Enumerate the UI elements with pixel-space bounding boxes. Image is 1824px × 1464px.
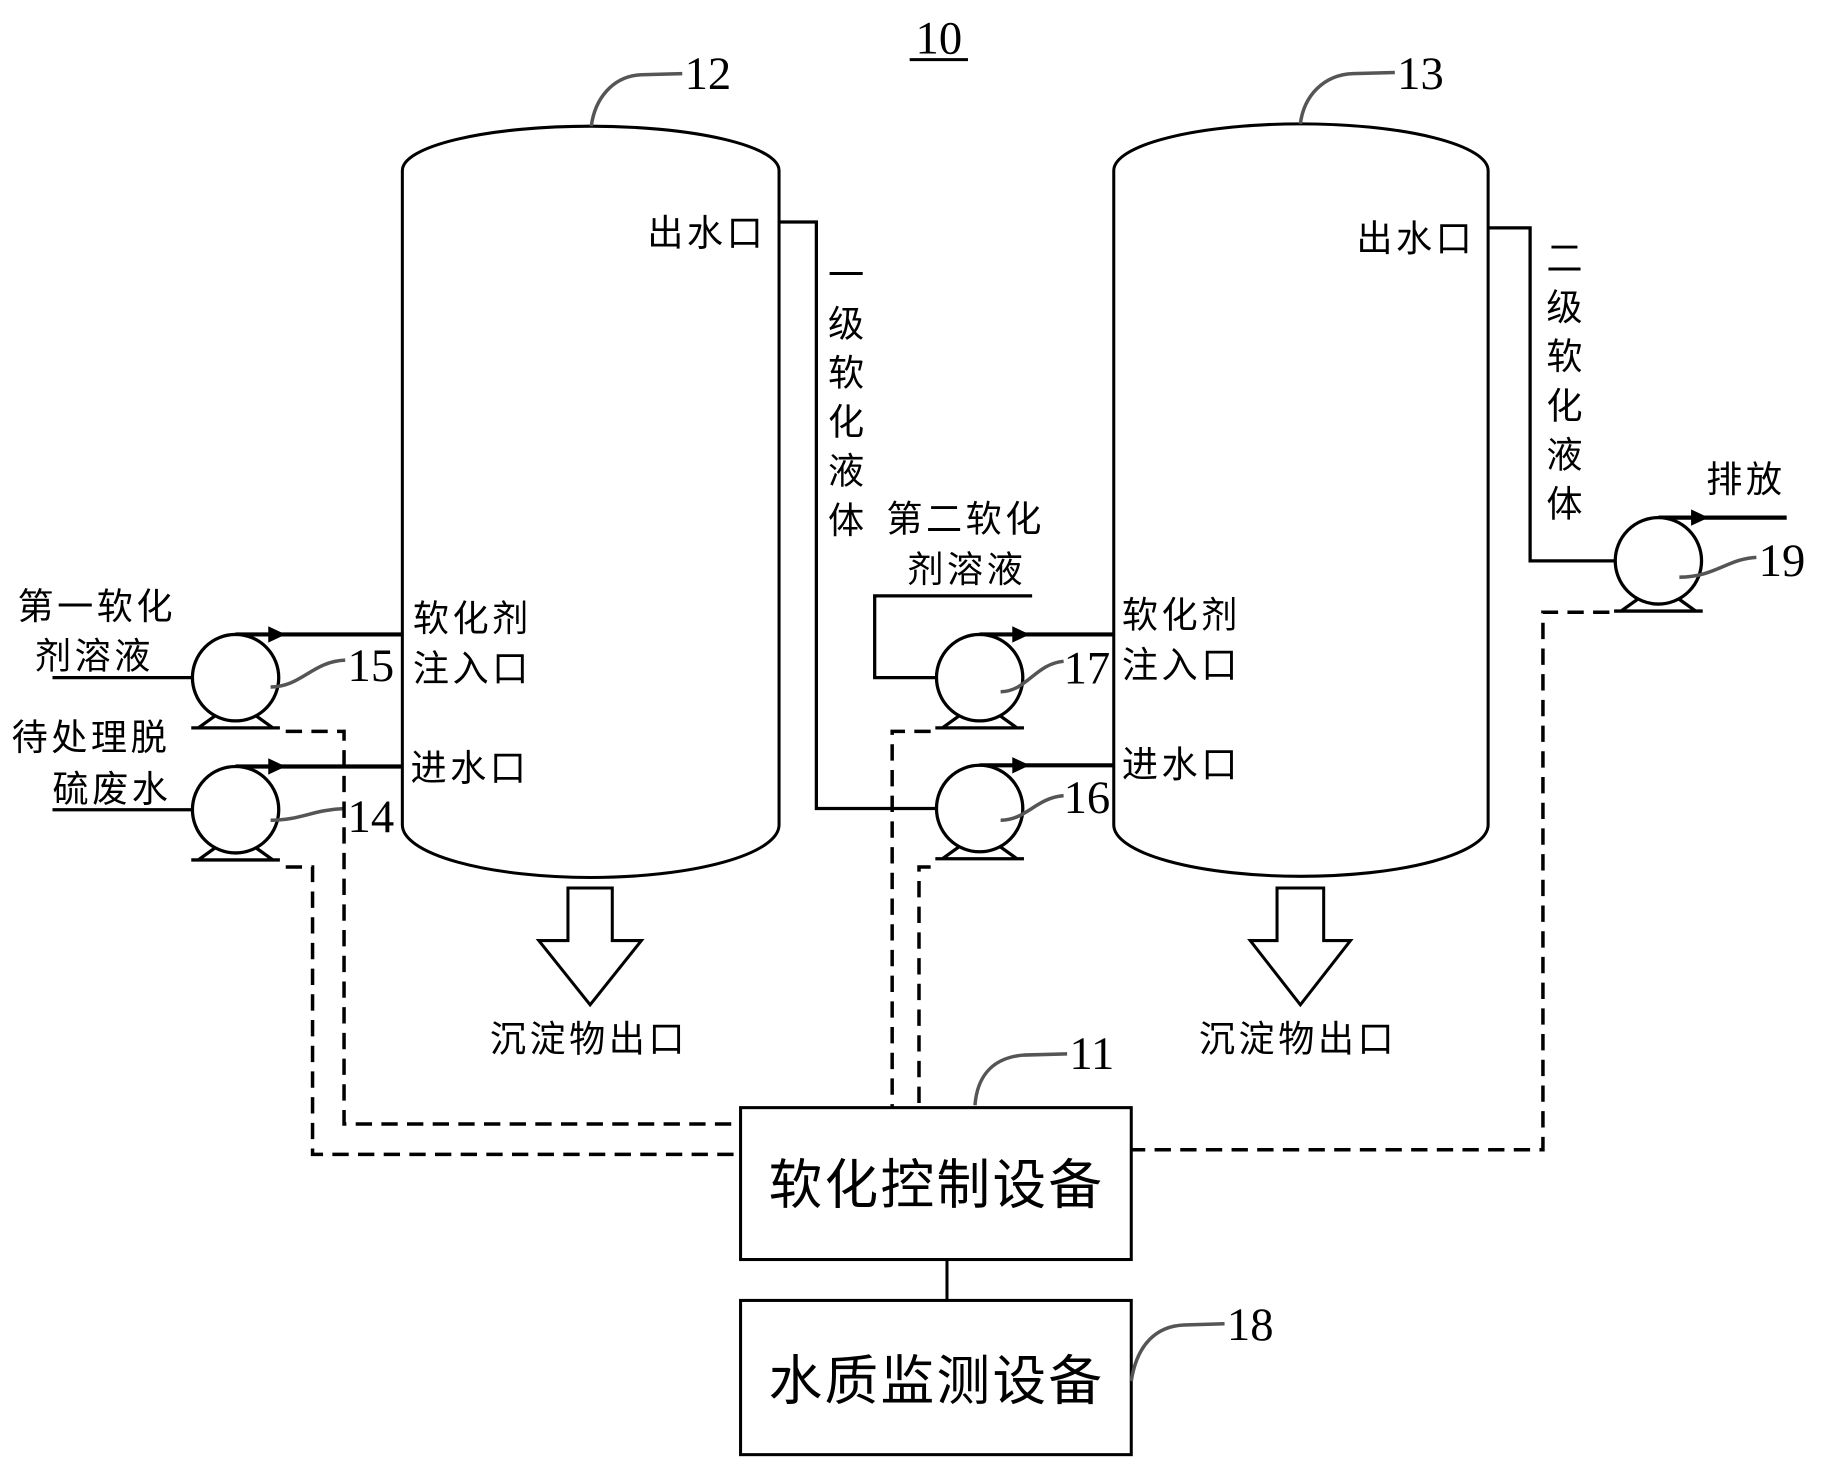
monitor-ref-number: 18 [1227,1299,1274,1351]
second-softener-label-line1: 第二软化 [886,500,1045,540]
pump-ref-number: 17 [1064,642,1111,694]
wastewater-label-line1: 待处理脱 [12,718,171,758]
primary-softening-tank: 12 出水口 软化剂 注入口 进水口 沉淀物出口 [400,48,781,1060]
softening-control-device: 软化控制设备 11 [739,1028,1133,1262]
vertical-label-char: 级 [1546,288,1586,328]
pump-15: 15 [189,624,395,730]
sediment-outlet-label: 沉淀物出口 [490,1020,688,1060]
injection-label-line2: 注入口 [413,649,532,689]
secondary-softening-tank: 13 出水口 软化剂 注入口 进水口 沉淀物出口 [1112,48,1490,1060]
signal-line-pump19 [1131,610,1610,1152]
inlet-label: 进水口 [411,748,530,788]
vertical-label-char: 二 [1546,239,1586,279]
monitor-device-label: 水质监测设备 [769,1352,1105,1412]
ref-leader [1298,70,1395,125]
ref-leader [1679,555,1757,579]
vertical-label-char: 液 [828,452,868,492]
flow-labels: 一级软化液体 二级软化液体 排放 第一软化 剂溶液 待处理脱 硫废水 第二软化 … [12,239,1785,809]
primary-outlet-pipe [779,220,978,817]
tank-outline [1112,122,1490,878]
pump-14: 14 [189,756,395,862]
wastewater-label-line2: 硫废水 [52,769,171,809]
secondary-softened-liquid-label: 二级软化液体 [1546,239,1586,524]
vertical-label-char: 化 [1546,386,1586,426]
pump-icon [933,624,1032,730]
outlet-label: 出水口 [647,213,766,253]
vertical-label-char: 体 [828,501,868,541]
figure-number-text: 10 [916,13,963,65]
second-softener-label-line2: 剂溶液 [907,550,1026,590]
ref-leader [973,1052,1068,1106]
control-signal-lines [285,610,1610,1157]
signal-line-pump17 [890,729,931,1108]
ref-leader [1000,659,1064,694]
pump-17: 17 [933,624,1111,730]
pipes [52,220,1787,818]
secondary-outlet-pipe [1488,226,1657,570]
signal-line-pump16 [917,865,931,1108]
vertical-label-char: 软 [828,354,868,394]
control-device-label: 软化控制设备 [769,1155,1105,1215]
ref-leader [589,71,683,127]
figure-number: 10 [909,13,968,65]
sediment-arrow [1247,886,1354,1008]
first-softener-label-line1: 第一软化 [17,587,176,627]
pump-ref-number: 16 [1064,772,1111,824]
vertical-label-char: 化 [828,403,868,443]
water-quality-monitoring-device: 水质监测设备 18 [739,1298,1274,1457]
injection-label-line1: 软化剂 [1122,595,1241,635]
pump-16: 16 [933,755,1111,861]
pump-icon [189,624,288,730]
ref-leader [270,806,346,822]
ref-leader [1000,793,1064,822]
injection-label-line1: 软化剂 [413,599,532,639]
vertical-label-char: 级 [828,304,868,344]
sediment-arrow [535,886,645,1008]
signal-line-pump14 [285,865,741,1157]
first-softener-label-line2: 剂溶液 [35,636,154,676]
pump-19: 19 [1612,507,1806,613]
inlet-label: 进水口 [1122,745,1241,785]
primary-softened-liquid-label: 一级软化液体 [828,255,868,540]
outlet-label: 出水口 [1356,219,1475,259]
vertical-label-char: 液 [1546,435,1586,475]
tank-ref-number: 12 [685,48,732,100]
pump-icon [189,756,288,862]
control-device-box [739,1106,1133,1262]
control-ref-number: 11 [1069,1028,1114,1080]
ref-leader [270,658,346,689]
pump-ref-number: 19 [1759,535,1806,587]
discharge-label: 排放 [1706,460,1785,500]
vertical-label-char: 一 [828,255,868,295]
vertical-label-char: 软 [1546,337,1586,377]
tank-ref-number: 13 [1397,48,1444,100]
pump-icon [1612,507,1711,613]
pump-ref-number: 15 [348,640,395,692]
signal-line-pump15 [285,729,741,1126]
injection-label-line2: 注入口 [1122,646,1241,686]
second-softener-feed-pipe [873,594,1033,686]
pump-ref-number: 14 [348,791,395,843]
tank-outline [400,124,781,879]
sediment-outlet-label: 沉淀物出口 [1199,1020,1397,1060]
vertical-label-char: 体 [1546,484,1586,524]
ref-leader [1129,1322,1225,1382]
pump-icon [933,755,1032,861]
